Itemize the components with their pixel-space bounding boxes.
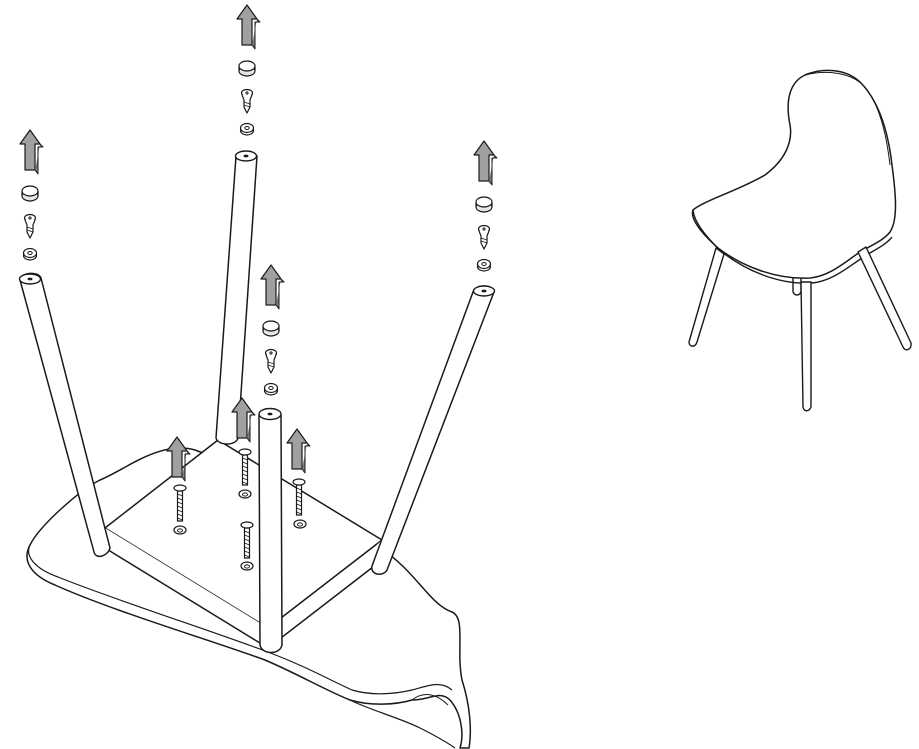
wood-screw-icon bbox=[264, 348, 278, 374]
floor-glide-icon bbox=[475, 196, 493, 213]
washer-icon bbox=[263, 382, 279, 396]
leg-hardware-stack-front bbox=[260, 264, 285, 396]
lift-arrow-icon bbox=[19, 129, 44, 175]
floor-glide-icon bbox=[238, 60, 256, 77]
washer-icon bbox=[22, 247, 38, 261]
wood-screw-icon bbox=[23, 213, 37, 239]
screw-hole-icon bbox=[173, 525, 187, 535]
chair-leg-left bbox=[18, 272, 111, 558]
assembled-seat-shell bbox=[691, 69, 897, 279]
assembled-leg-front bbox=[800, 281, 812, 412]
leg-hardware-stack-left bbox=[19, 129, 44, 261]
assembled-leg-right bbox=[857, 246, 912, 351]
assembled-chair bbox=[688, 69, 912, 412]
upside-down-chair bbox=[18, 4, 498, 749]
wood-screw-icon bbox=[240, 88, 254, 114]
floor-glide-icon bbox=[262, 320, 280, 337]
seat-edge bbox=[28, 544, 453, 695]
lift-arrow-icon bbox=[236, 4, 261, 50]
assembled-leg-front-left bbox=[688, 247, 725, 347]
lift-arrow-icon bbox=[473, 140, 498, 186]
floor-glide-icon bbox=[21, 185, 39, 202]
washer-icon bbox=[476, 258, 492, 272]
washer-icon bbox=[239, 122, 255, 136]
wood-screw-icon bbox=[477, 224, 491, 250]
chair-leg-back bbox=[215, 150, 258, 445]
chair-leg-right bbox=[371, 285, 496, 575]
screw-hole-icon bbox=[240, 561, 254, 571]
lift-arrow-icon bbox=[286, 428, 311, 474]
leg-hardware-stack-right bbox=[473, 140, 498, 272]
seat-curl bbox=[349, 699, 456, 749]
leg-hardware-stack-back bbox=[236, 4, 261, 136]
screw-hole-icon bbox=[293, 519, 307, 529]
screw-hole-icon bbox=[238, 489, 252, 499]
lift-arrow-icon bbox=[260, 264, 285, 310]
chair-leg-front bbox=[258, 407, 283, 654]
